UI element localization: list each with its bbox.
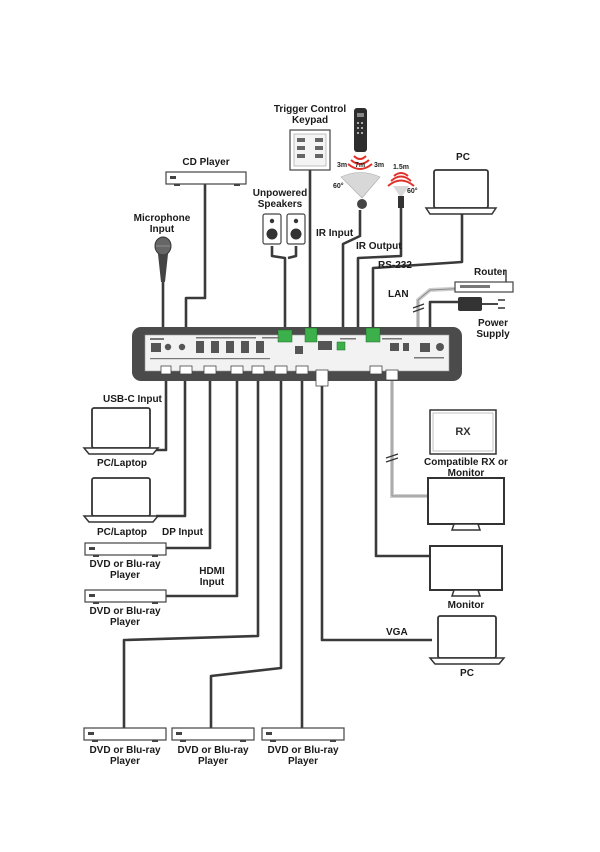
cable-monitor: [374, 368, 430, 558]
cable-ir-output: [356, 208, 403, 332]
cd-player-device: [165, 171, 247, 186]
label-rx-box: RX: [455, 426, 471, 438]
ir-tx-angle: 60°: [407, 188, 418, 195]
label-lan: LAN: [388, 289, 409, 300]
label-cd-player: CD Player: [182, 157, 230, 168]
dvd-player-4: [171, 727, 255, 742]
router-device: [454, 270, 514, 293]
pc-top-device: [424, 169, 498, 215]
monitor-device: [429, 545, 503, 597]
label-dvd-5: DVD or Blu-ray Player: [267, 745, 339, 767]
label-ir-input: IR Input: [316, 228, 354, 239]
matrix-switcher: [132, 327, 462, 387]
label-pc-bottom: PC: [460, 668, 474, 679]
ir-emitter: [393, 186, 409, 208]
label-dvd-2: DVD or Blu-ray Player: [89, 606, 161, 628]
cable-speakers: [270, 246, 287, 332]
remote-control: [354, 108, 367, 152]
label-rs232: RS-232: [378, 260, 412, 271]
label-dvd-4: DVD or Blu-ray Player: [177, 745, 249, 767]
cable-rs232: [371, 214, 464, 330]
cable-hdmi-dvd-1: [166, 368, 212, 550]
label-pc-laptop-2: PC/Laptop: [97, 527, 147, 538]
compatible-monitor: [427, 477, 505, 531]
cable-hdmi-dvd-4: [209, 368, 283, 728]
label-pc-laptop-1: PC/Laptop: [97, 458, 147, 469]
label-dvd-1: DVD or Blu-ray Player: [89, 559, 161, 581]
laptop-usbc: [82, 407, 160, 455]
label-monitor: Monitor: [447, 600, 485, 611]
label-microphone-input: Microphone Input: [133, 213, 191, 235]
label-ir-output: IR Output: [356, 241, 402, 252]
label-trigger-keypad: Trigger Control Keypad: [273, 104, 347, 126]
rx-device: [429, 409, 497, 455]
power-supply-device: [458, 297, 505, 311]
ir-receiver-cone: [340, 172, 381, 209]
trigger-keypad-device: [289, 129, 331, 171]
label-dvd-3: DVD or Blu-ray Player: [89, 745, 161, 767]
dvd-player-3: [83, 727, 167, 742]
label-compatible-rx: Compatible RX or Monitor: [424, 457, 508, 479]
cable-cd-player: [184, 184, 207, 336]
laptop-dp: [82, 477, 160, 523]
label-unpowered-speakers: Unpowered Speakers: [252, 188, 308, 210]
cable-vga: [320, 380, 432, 642]
dvd-player-5: [261, 727, 345, 742]
label-vga: VGA: [386, 627, 408, 638]
cables: [122, 168, 464, 728]
ir-range-center: 7m: [355, 162, 366, 169]
cable-hdmi-dvd-2: [166, 368, 239, 598]
ir-receiver-waves: [347, 155, 373, 170]
microphone-device: [154, 236, 172, 282]
dvd-player-1: [84, 542, 167, 557]
pc-bottom-device: [428, 615, 506, 665]
ir-emitter-waves: [387, 172, 415, 187]
cable-dp: [156, 368, 187, 518]
speakers-device: [262, 213, 306, 245]
label-router: Router: [474, 267, 507, 278]
label-hdmi-input: HDMI Input: [199, 566, 225, 588]
ir-rx-angle: 60°: [333, 183, 344, 190]
ir-tx-range: 1.5m: [393, 164, 409, 171]
dvd-player-2: [84, 589, 167, 604]
label-power-supply: Power Supply: [476, 318, 510, 340]
label-dp-input: DP Input: [162, 527, 203, 538]
label-pc-top: PC: [456, 152, 470, 163]
cable-hdmi-dvd-3: [122, 368, 260, 728]
ir-range-left: 3m: [337, 162, 348, 169]
ir-range-right: 3m: [374, 162, 385, 169]
cable-ir-input: [341, 210, 362, 332]
cable-power: [428, 300, 458, 338]
label-usbc-input: USB-C Input: [103, 394, 162, 405]
